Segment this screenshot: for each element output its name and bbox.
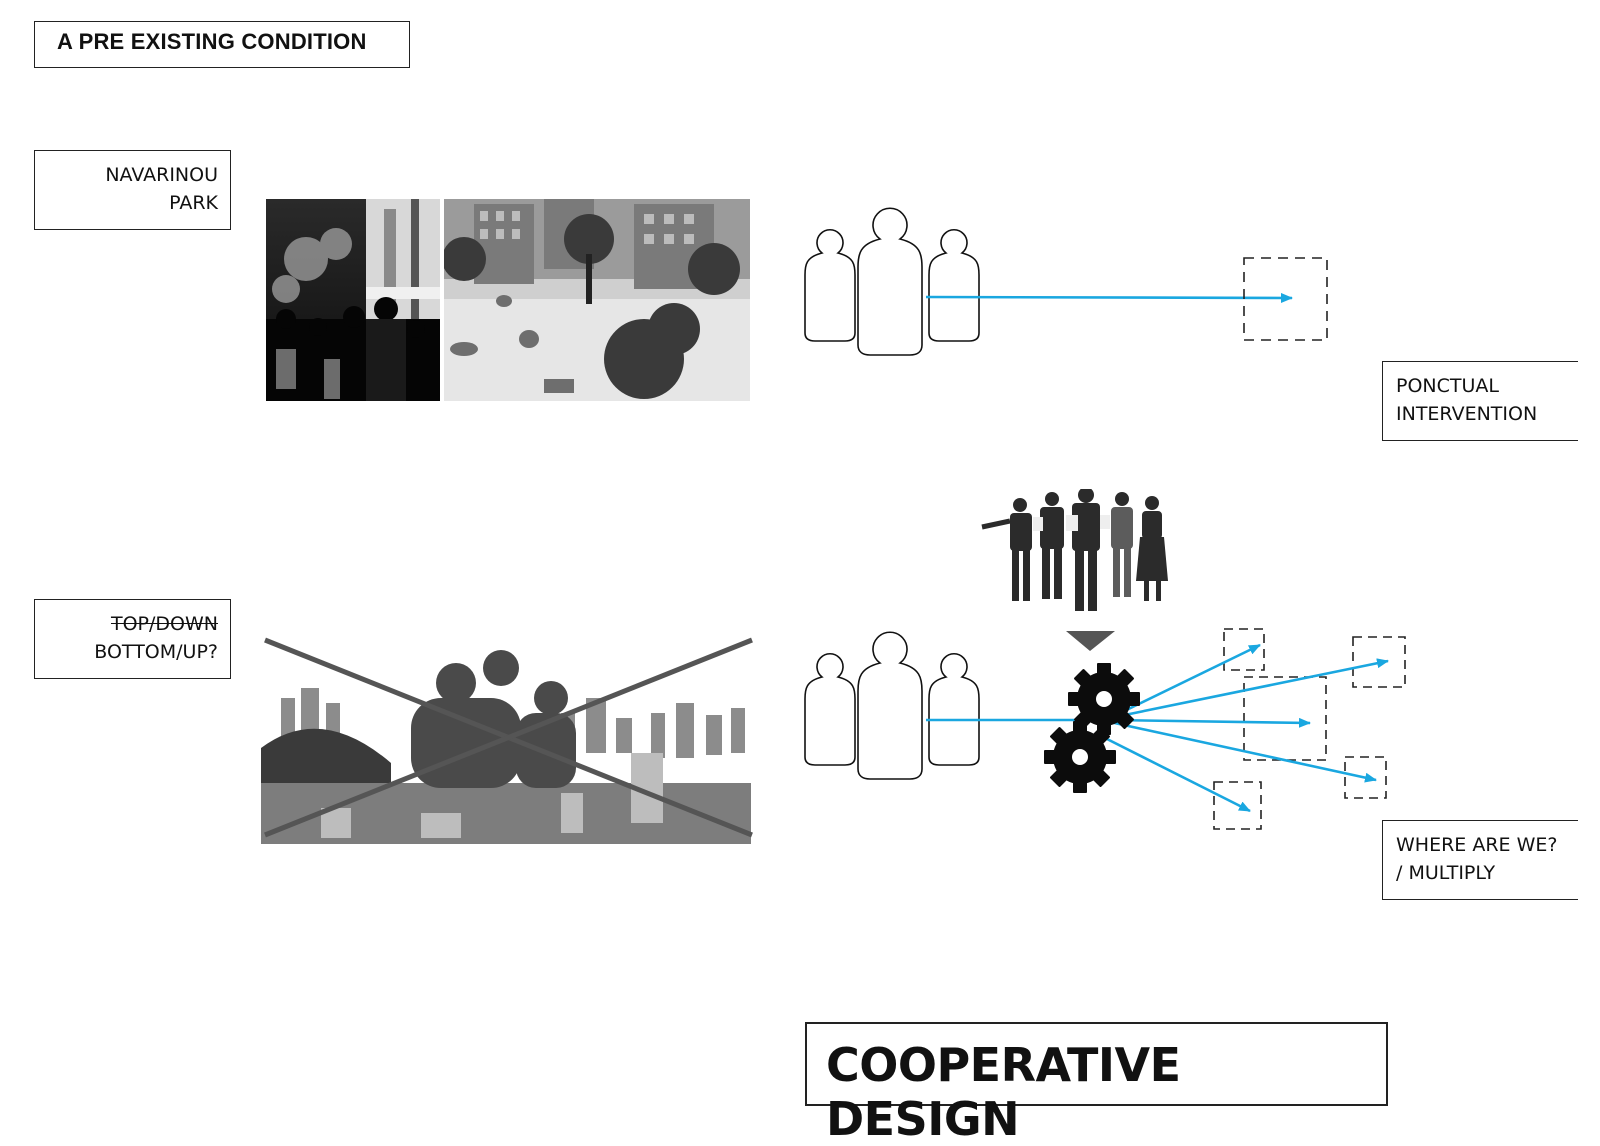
ponctual-label-box: PONCTUAL INTERVENTION xyxy=(1382,361,1578,441)
person-silhouette-icon xyxy=(857,207,923,356)
arrow-icon xyxy=(1104,736,1251,813)
dashed-squares-group xyxy=(1213,628,1406,830)
where-label-line1: WHERE ARE WE? xyxy=(1396,834,1558,856)
dashed-square-icon xyxy=(1352,636,1406,688)
cooperative-design-box: COOPERATIVE DESIGN xyxy=(805,1022,1388,1146)
dashed-square-icon xyxy=(1213,781,1262,830)
dashed-square-icon xyxy=(1223,628,1265,671)
bottomup-label: BOTTOM/UP? xyxy=(94,641,218,663)
person-silhouette-icon xyxy=(804,228,856,342)
cross-out-icon xyxy=(264,637,753,838)
person-silhouette-icon xyxy=(857,631,923,780)
title-box: A PRE EXISTING CONDITION xyxy=(34,21,410,68)
where-label-line2: / MULTIPLY xyxy=(1396,862,1496,884)
topdown-struck-label: TOP/DOWN xyxy=(110,613,218,635)
arrow-icon xyxy=(1109,643,1261,720)
park-label-line2: PARK xyxy=(169,192,218,214)
bottom-people-group-icon xyxy=(804,631,980,780)
dashed-square-icon xyxy=(1243,676,1327,761)
person-silhouette-icon xyxy=(928,228,980,342)
group-of-people-photo xyxy=(978,489,1172,629)
arrow-icon xyxy=(1109,658,1389,720)
top-dashed-square-icon xyxy=(1243,257,1328,341)
arrow-icon xyxy=(1109,717,1311,728)
top-people-group-icon xyxy=(804,207,980,356)
park-label-line1: NAVARINOU xyxy=(105,164,218,186)
top-arrow-icon xyxy=(925,292,1293,303)
page-title: A PRE EXISTING CONDITION xyxy=(57,29,367,54)
topdown-label-box: TOP/DOWN BOTTOM/UP? xyxy=(34,599,231,679)
ponctual-label-line2: INTERVENTION xyxy=(1396,403,1538,425)
park-day-photo xyxy=(444,199,750,401)
gear-icon xyxy=(1044,721,1116,793)
person-silhouette-icon xyxy=(928,652,980,766)
dashed-square-icon xyxy=(1344,756,1387,799)
down-triangle-icon xyxy=(1066,631,1115,651)
park-label-box: NAVARINOU PARK xyxy=(34,150,231,230)
person-silhouette-icon xyxy=(804,652,856,766)
where-label-box: WHERE ARE WE? / MULTIPLY xyxy=(1382,820,1578,900)
arrow-icon xyxy=(1109,720,1377,783)
ponctual-label-line1: PONCTUAL xyxy=(1396,375,1499,397)
park-night-photo xyxy=(266,199,440,401)
top-down-collage-photo xyxy=(261,643,751,844)
